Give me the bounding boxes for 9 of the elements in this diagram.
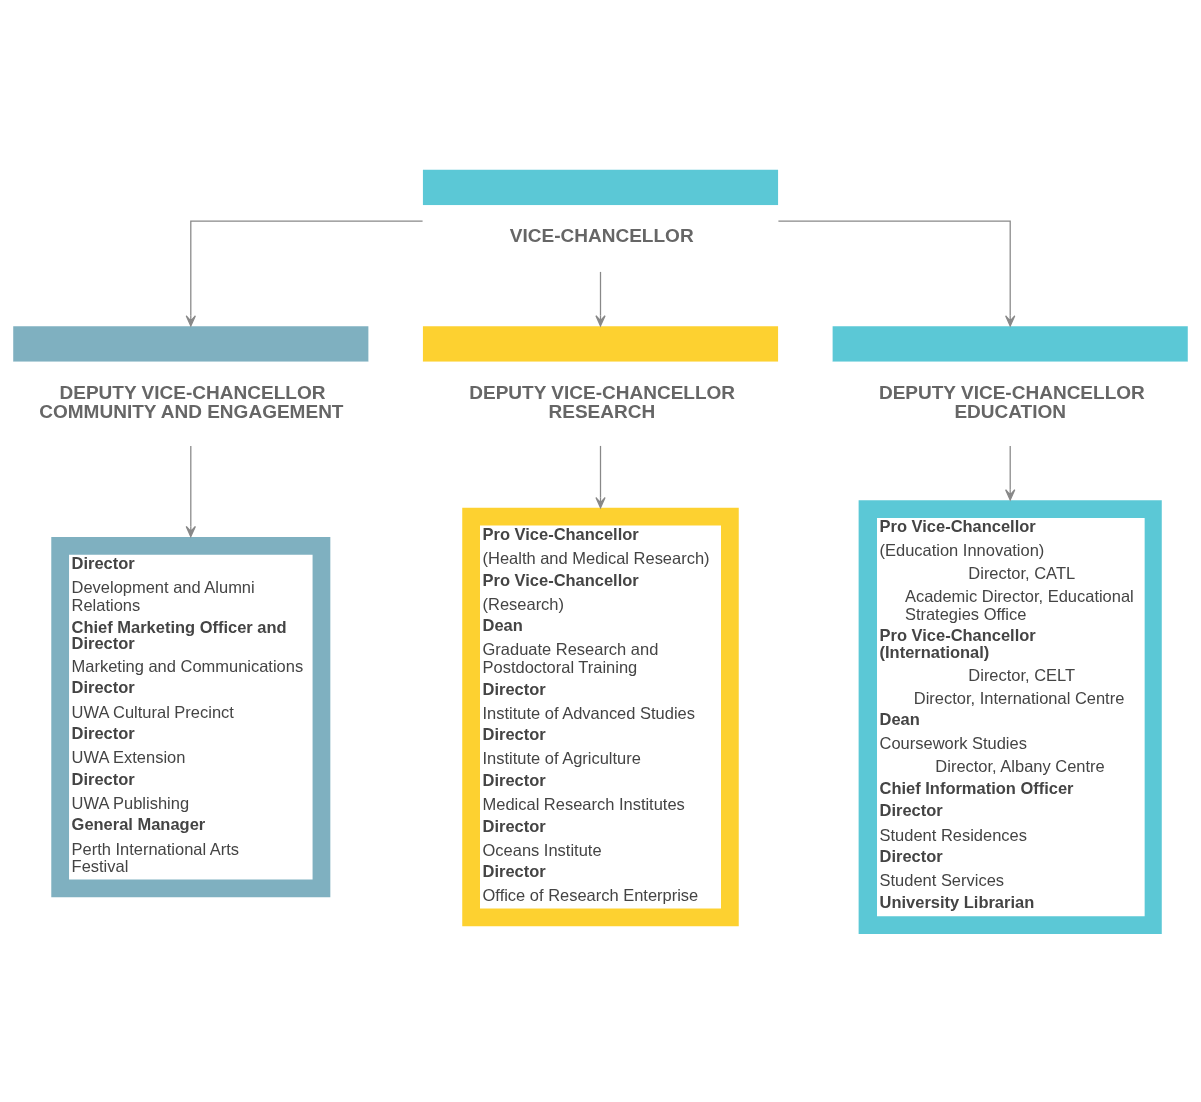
arrow <box>595 270 606 326</box>
arrow <box>185 219 424 327</box>
node-box: Pro Vice-Chancellor (Education Innovation) Director, CATL Academic Director, Educational Strategies Office Pro Vice-Chancellor (International) Director, CELT Director, International Centre Dean Coursework Studies Director, Albany Centre Chief Information Officer Director Student Residences Director Student Services University Librarian <box>858 499 1162 934</box>
arrow <box>595 444 606 508</box>
node-box: Pro Vice-Chancellor (Health and Medical Research) Pro Vice-Chancellor (Research) Dean Graduate Research and Postdoctoral Training Director Institute of Advanced Studies Director Institute of Agriculture Director Medical Research Institutes Director Oceans Institute Director Office of Research Enterprise <box>462 507 739 926</box>
arrow <box>185 444 196 537</box>
arrow <box>1005 444 1016 501</box>
node-box: Director Development and Alumni Relations Chief Marketing Officer and Director Marketing and Communications Director UWA Cultural Precinct Director UWA Extension Director UWA Publishing General Manager Perth International Arts Festival <box>51 536 331 897</box>
arrow <box>777 219 1016 327</box>
